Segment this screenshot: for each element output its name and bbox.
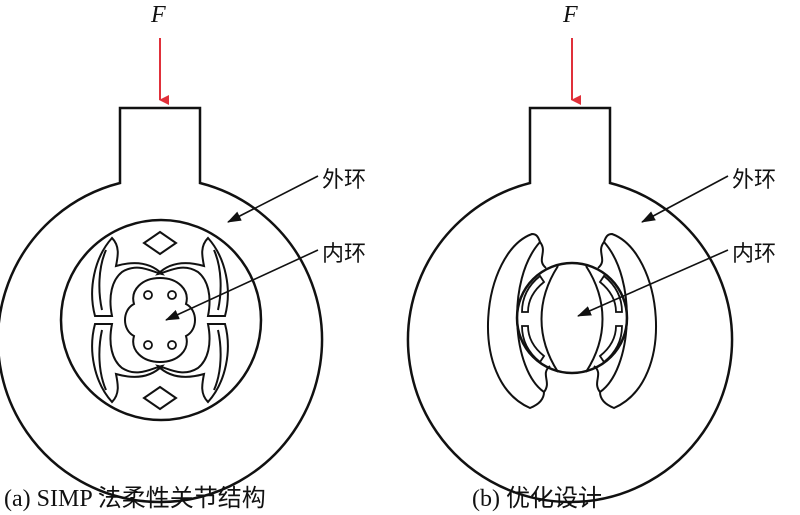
inner-lens-b (540, 265, 559, 373)
diamond-top-a (142, 230, 178, 256)
beam-right-top-b (598, 274, 623, 313)
panel-a (0, 38, 324, 504)
inner-ring-label-b: 内环 (732, 242, 777, 267)
beam-left-bottom-b (521, 325, 546, 364)
outer-ring-a (0, 106, 324, 504)
beam-right-bottom-b (598, 325, 623, 364)
claw-right-top-a (154, 236, 229, 317)
claw-right-bottom-a (154, 323, 229, 404)
wave-left-bottom-b (543, 365, 551, 393)
panel-b (406, 38, 734, 504)
beam-left-top-b (521, 274, 546, 313)
core-hole-2-a (167, 290, 177, 300)
claw-right-top-inner-a (213, 249, 222, 311)
outer-ring-label-a: 外环 (322, 168, 367, 193)
wave-right-bottom-b (593, 365, 601, 393)
outer-ring-label-b: 外环 (732, 168, 777, 193)
leader-inner-a (165, 249, 319, 321)
claw-left-top-inner-a (98, 249, 107, 311)
caption-b: (b) 优化设计 (472, 486, 602, 512)
leader-outer-b (641, 175, 729, 223)
inner-core-a (124, 276, 196, 364)
inner-lens-right-b (585, 265, 604, 373)
claw-right-bottom-inner-a (213, 329, 222, 391)
core-hole-1-a (143, 290, 153, 300)
caption-a: (a) SIMP 法柔性关节结构 (4, 486, 266, 512)
wave-right-top-b (597, 241, 605, 269)
leader-inner-b (577, 249, 729, 317)
core-hole-4-a (167, 340, 177, 350)
crescent-right-b (598, 232, 657, 410)
diamond-bottom-a (142, 385, 178, 411)
outer-ring-b (406, 106, 734, 504)
wave-left-top-b (539, 241, 547, 269)
claw-left-bottom-inner-a (98, 329, 107, 391)
inner-ring-label-a: 内环 (322, 242, 367, 267)
core-hole-3-a (143, 340, 153, 350)
inner-cavity-a (59, 218, 263, 422)
force-label-a: F (151, 2, 166, 28)
force-label-b: F (563, 2, 578, 28)
claw-left-bottom-a (91, 323, 166, 404)
claw-left-top-a (91, 236, 166, 317)
inner-ring-b (515, 261, 629, 375)
leader-outer-a (227, 175, 319, 223)
crescent-left-b (487, 232, 546, 410)
